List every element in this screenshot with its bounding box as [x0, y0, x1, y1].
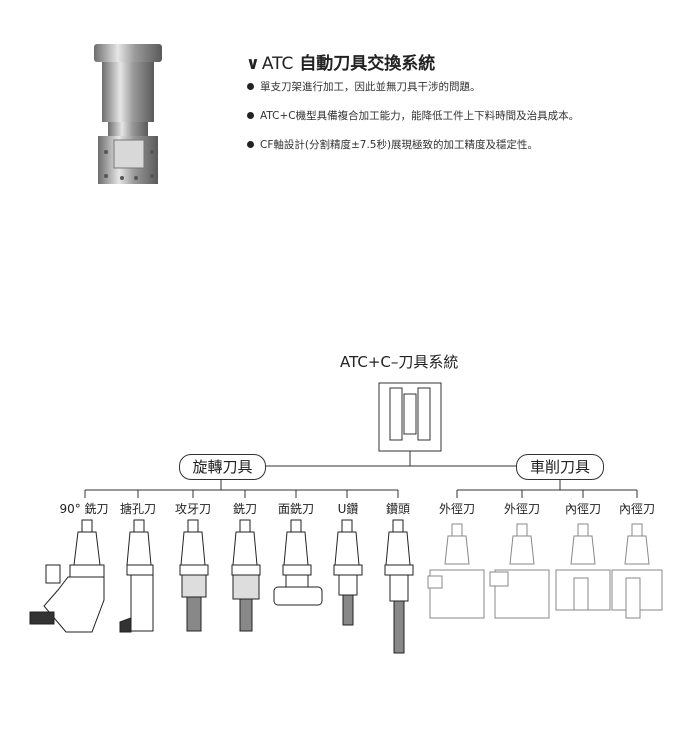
rotating-tools-group: 旋轉刀具: [179, 454, 266, 480]
tool-drawing-boring-bar: [119, 519, 154, 633]
tool-label-face-mill: 面銑刀: [277, 502, 315, 516]
tool-label-boring: 搪孔刀: [119, 502, 157, 516]
turret-head-drawing: [378, 382, 442, 466]
tool-drawing-tap: [179, 519, 209, 632]
page-title: ∨ATC 自動刀具交換系統: [246, 49, 435, 74]
tool-drawing-face-mill: [273, 519, 323, 606]
tool-drawing-id-turning-2: [611, 523, 663, 619]
tool-label-od-2: 外徑刀: [503, 502, 541, 516]
feature-item: CF軸設計(分割精度±7.5秒)展現極致的加工精度及穩定性。: [246, 138, 686, 167]
tool-label-mill: 銑刀: [232, 502, 258, 516]
tool-label-id-2: 內徑刀: [618, 502, 656, 516]
right-branch-lines: [456, 478, 638, 498]
tool-label-od-1: 外徑刀: [438, 502, 476, 516]
tool-drawing-mill: [231, 519, 261, 632]
rotating-tools-label: 旋轉刀具: [192, 458, 253, 476]
diagram-title: ATC+C–刀具系統: [340, 353, 459, 371]
chevron-mark-icon: ∨: [246, 54, 260, 74]
tool-drawing-u-drill: [333, 519, 363, 626]
tool-holder-photo: [94, 44, 162, 184]
feature-item: 單支刀架進行加工，因此並無刀具干涉的問題。: [246, 80, 686, 109]
tool-label-id-1: 內徑刀: [564, 502, 602, 516]
tool-drawing-od-turning-2: [489, 523, 550, 619]
tool-drawing-id-turning-1: [555, 523, 611, 611]
feature-item: ATC+C機型具備複合加工能力，能降低工件上下料時間及治具成本。: [246, 109, 686, 138]
feature-list: 單支刀架進行加工，因此並無刀具干涉的問題。 ATC+C機型具備複合加工能力，能降…: [246, 80, 686, 167]
title-prefix: ATC: [261, 54, 294, 74]
title-main: 自動刀具交換系統: [299, 54, 436, 74]
tool-label-tap: 攻牙刀: [174, 502, 212, 516]
tool-label-u-drill: U鑽: [337, 502, 359, 516]
turning-tools-label: 車削刀具: [529, 458, 590, 476]
turning-tools-group: 車削刀具: [516, 454, 604, 480]
tool-drawing-drill: [384, 519, 414, 654]
tool-drawing-90-mill: [29, 519, 105, 633]
tool-label-90-mill: 90° 銑刀: [59, 502, 109, 516]
tool-label-drill: 鑽頭: [385, 502, 411, 516]
left-branch-lines: [84, 478, 399, 498]
tool-drawing-od-turning-1: [427, 523, 485, 619]
